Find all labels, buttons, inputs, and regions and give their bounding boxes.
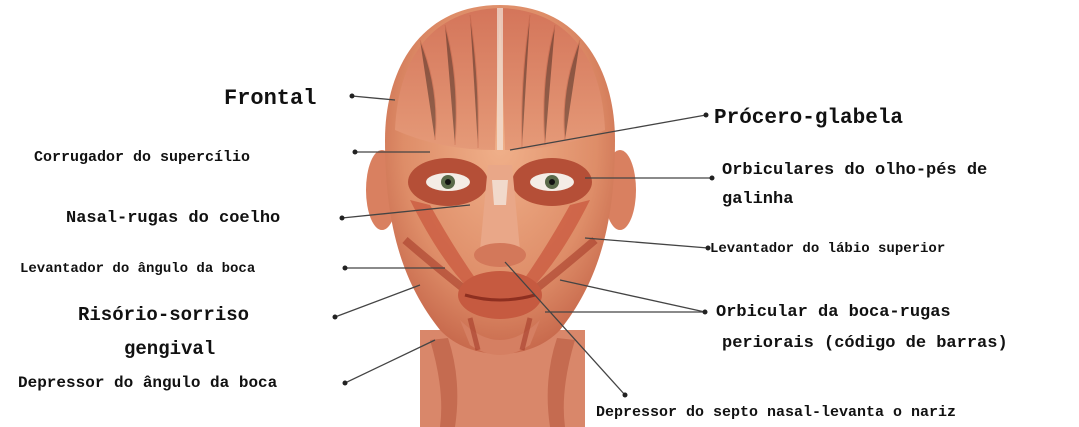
label-orbiculares-line1: Orbiculares do olho-pés de [722, 162, 987, 179]
label-orbicular-boca-line2: periorais (código de barras) [722, 335, 1008, 352]
label-levantador-labio: Levantador do lábio superior [710, 242, 945, 256]
label-frontal: Frontal [224, 88, 316, 110]
label-risorio-line2: gengival [124, 340, 215, 359]
label-depressor-septo: Depressor do septo nasal-levanta o nariz [596, 405, 956, 420]
label-nasal: Nasal-rugas do coelho [66, 210, 280, 227]
label-levantador-angulo: Levantador do ângulo da boca [20, 262, 255, 276]
label-orbiculares-line2: galinha [722, 191, 793, 208]
label-procero: Prócero-glabela [714, 108, 903, 129]
label-orbicular-boca-line1: Orbicular da boca-rugas [716, 304, 951, 321]
label-corrugador: Corrugador do supercílio [34, 150, 250, 165]
label-risorio-line1: Risório-sorriso [78, 306, 249, 325]
label-depressor-angulo: Depressor do ângulo da boca [18, 375, 277, 391]
head-illustration [366, 5, 636, 427]
